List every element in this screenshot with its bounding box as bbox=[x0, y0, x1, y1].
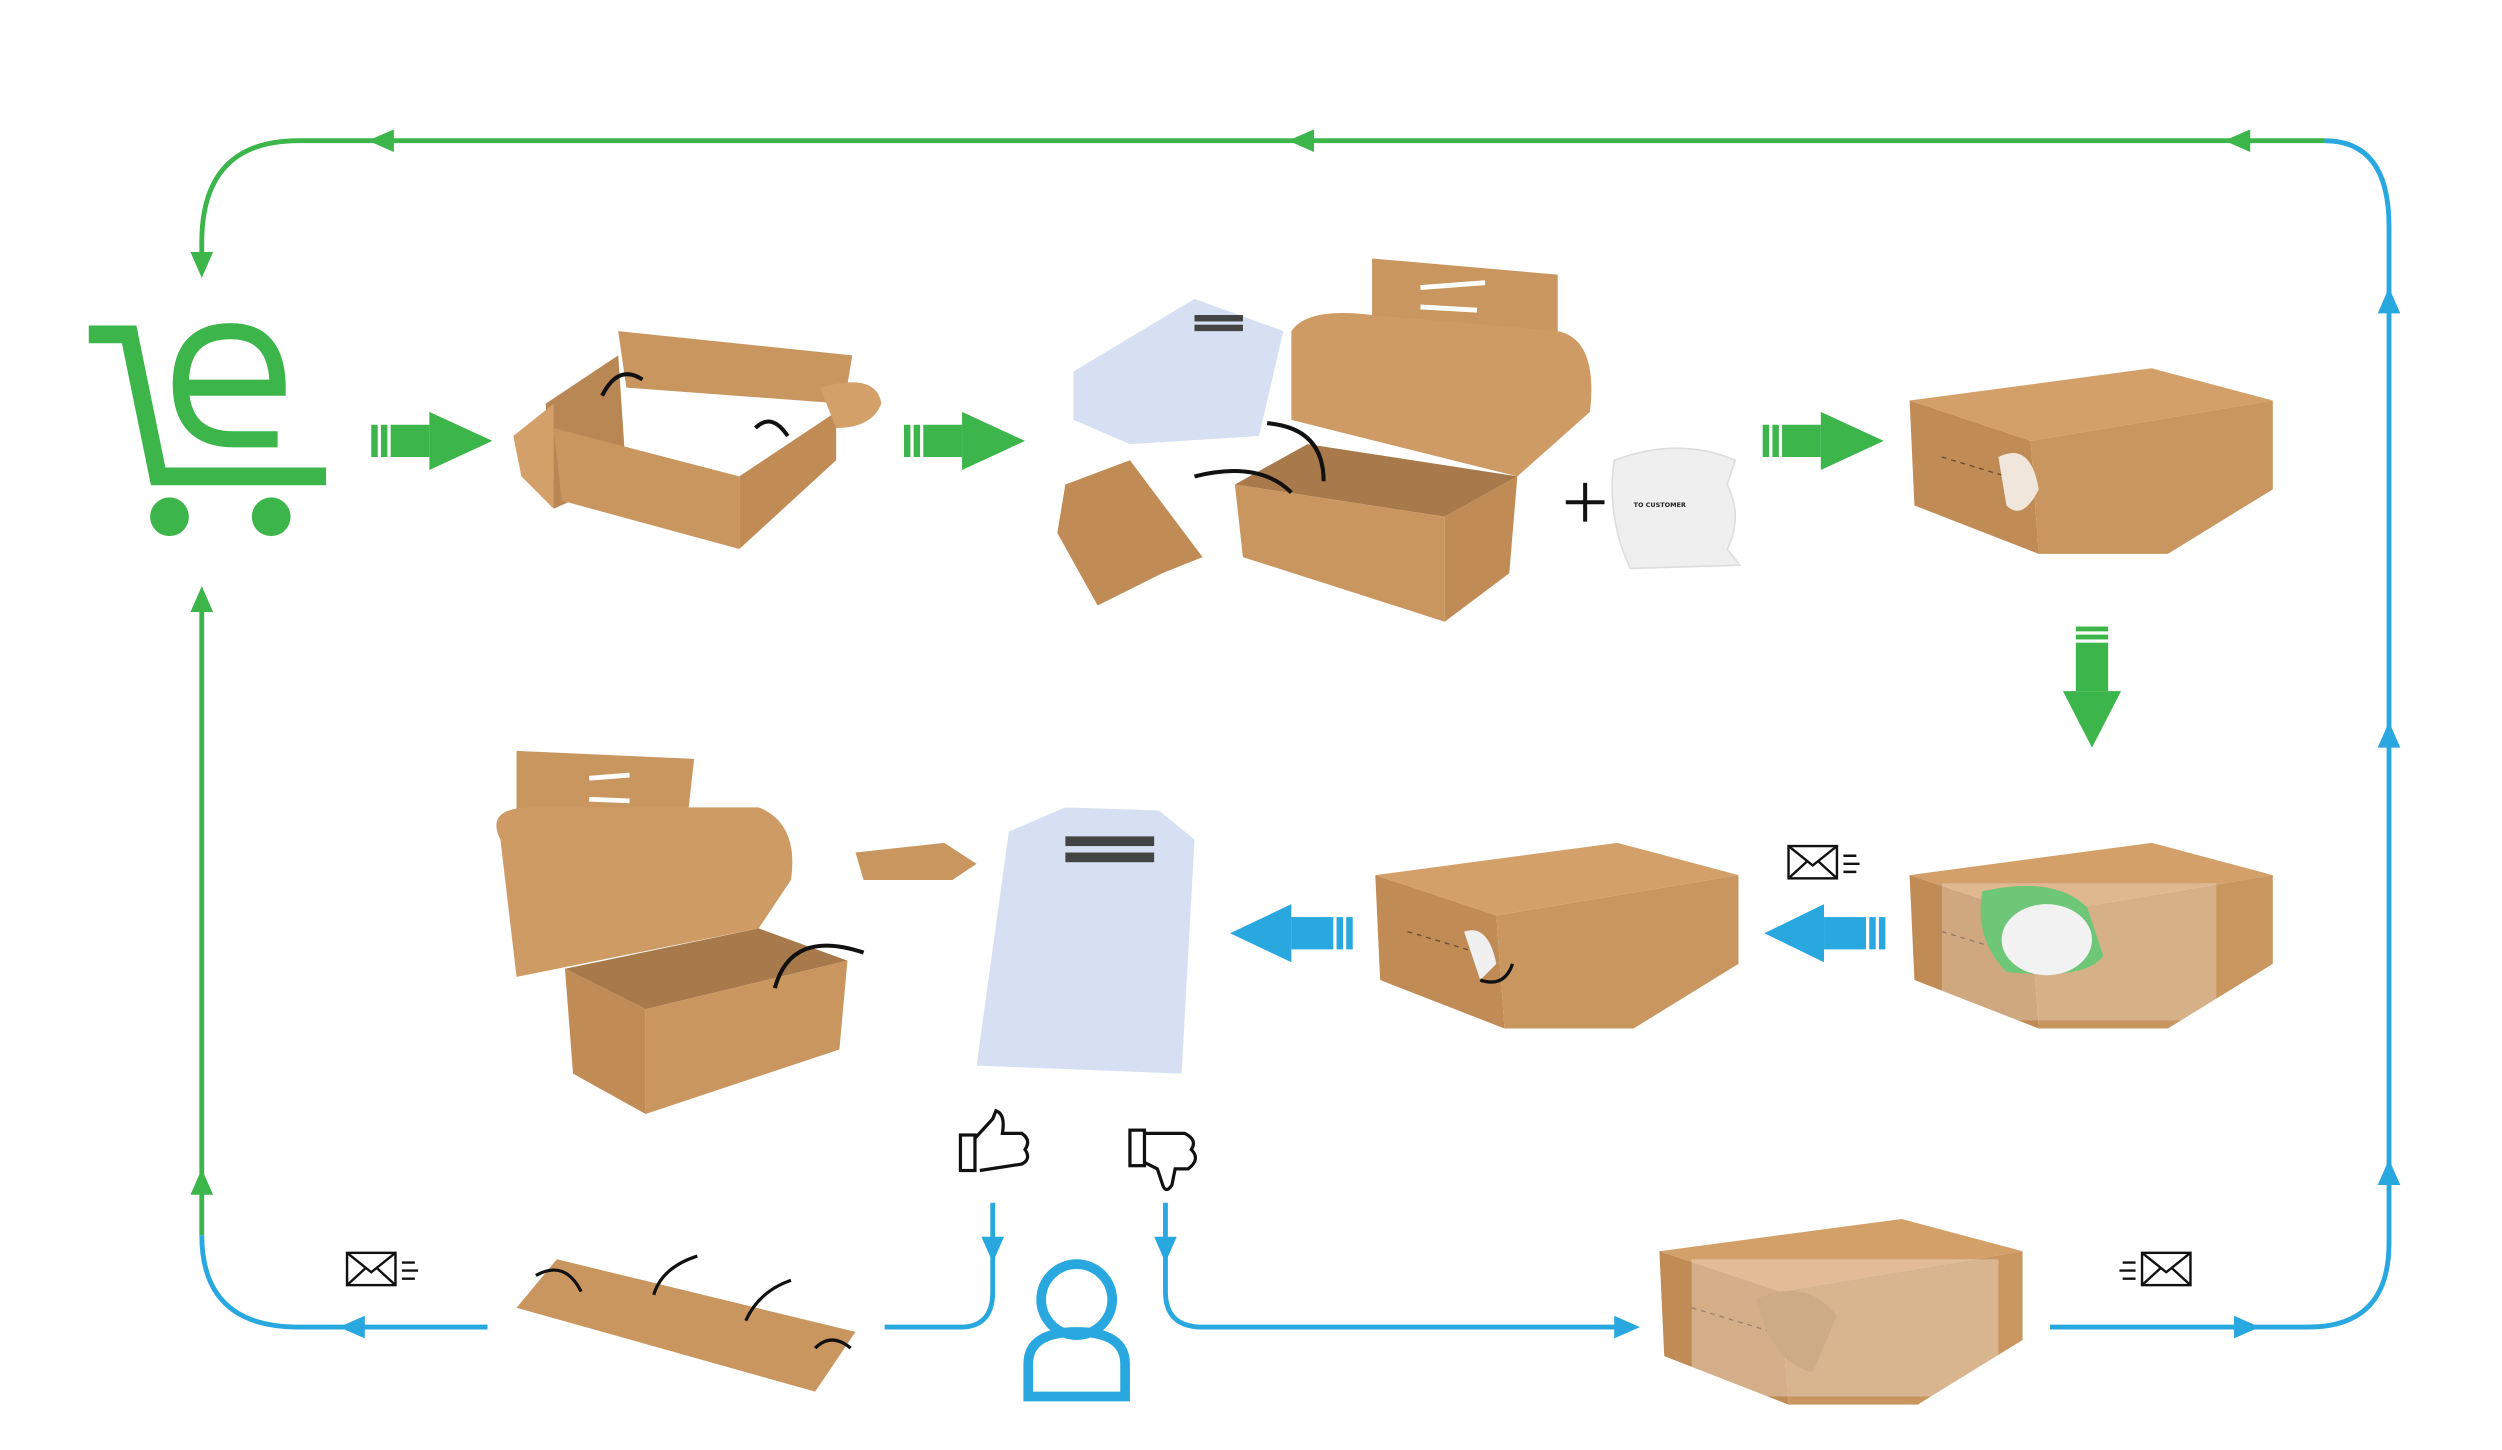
arrow-down-icon bbox=[190, 252, 214, 278]
block-arrow-left-icon bbox=[1764, 904, 1886, 963]
arrow-down-icon bbox=[981, 1236, 1005, 1263]
blue-loop-arrowheads bbox=[338, 287, 2401, 1339]
step-return-sealed-box bbox=[1658, 1218, 2024, 1406]
arrow-left-icon bbox=[2224, 129, 2251, 152]
envelope-icon bbox=[2119, 1251, 2192, 1287]
folded-shirt bbox=[1073, 298, 1284, 445]
insert-label: TO CUSTOMER bbox=[1634, 501, 1686, 509]
step-sealed-box bbox=[1908, 367, 2274, 555]
arrow-up-icon bbox=[2377, 1159, 2401, 1186]
step-box-with-insert bbox=[1908, 842, 2274, 1030]
arrow-up-icon bbox=[2377, 721, 2401, 748]
arrow-left-icon bbox=[368, 129, 394, 152]
green-loop-line bbox=[199, 138, 2325, 1236]
block-arrow-right-icon bbox=[903, 411, 1026, 470]
arrow-up-icon bbox=[190, 586, 214, 613]
arrow-right-icon bbox=[2234, 1315, 2260, 1339]
arrow-left-icon bbox=[338, 1315, 365, 1339]
user-icon[interactable] bbox=[1023, 1259, 1130, 1402]
block-arrow-down-icon bbox=[2062, 626, 2122, 748]
thumbs-up-icon[interactable] bbox=[958, 1108, 1030, 1173]
return-insert-card: TO CUSTOMER bbox=[1611, 447, 1742, 570]
flat-insert-piece bbox=[1057, 460, 1203, 606]
process-arrows-blue bbox=[1230, 904, 1886, 963]
insert-piece bbox=[855, 842, 977, 880]
step-shipped-box bbox=[1374, 842, 1740, 1030]
block-arrow-right-icon bbox=[1762, 411, 1884, 470]
block-arrow-left-icon bbox=[1230, 904, 1353, 963]
thumbs-down-icon[interactable] bbox=[1128, 1128, 1197, 1192]
step-customer-opens bbox=[496, 750, 1195, 1115]
blue-loop-line bbox=[199, 138, 2392, 1330]
arrow-up-icon bbox=[190, 1168, 214, 1195]
arrow-left-icon bbox=[1288, 129, 1314, 152]
process-arrows-green bbox=[371, 411, 2122, 748]
block-arrow-right-icon bbox=[371, 411, 493, 470]
green-loop-arrowheads bbox=[190, 129, 2251, 1195]
unpacked-shirt bbox=[976, 807, 1195, 1074]
e-commerce-cart-logo bbox=[88, 323, 327, 537]
step-return-flat-box bbox=[516, 1254, 856, 1392]
arrow-up-icon bbox=[2377, 287, 2401, 314]
arrow-down-icon bbox=[1154, 1236, 1177, 1263]
arrow-right-icon bbox=[1614, 1315, 1641, 1339]
step-pack-shirt: TO CUSTOMER bbox=[1057, 258, 1742, 622]
envelope-icon bbox=[345, 1251, 419, 1287]
plus-icon bbox=[1565, 482, 1605, 522]
step-box-assembly bbox=[513, 331, 882, 550]
envelope-icon bbox=[1787, 844, 1860, 880]
